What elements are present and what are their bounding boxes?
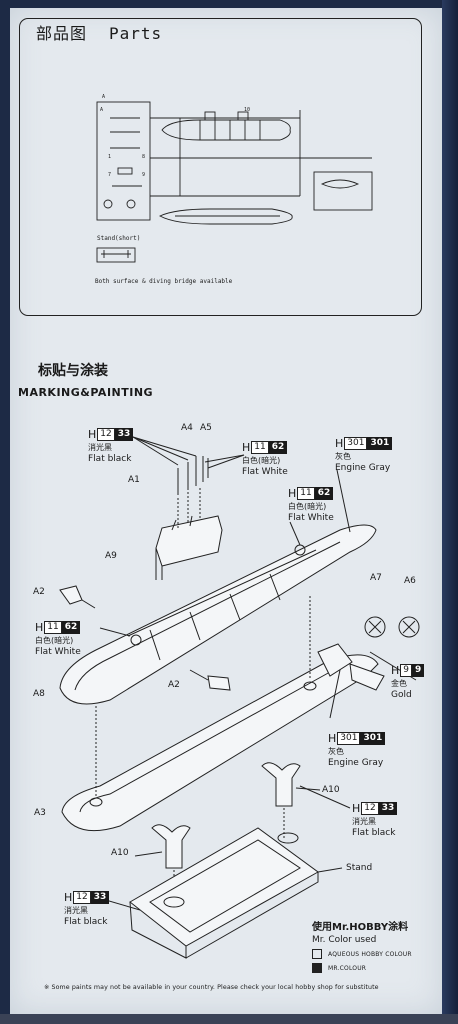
stand-short-label: Stand(short) — [97, 235, 141, 242]
svg-text:1: 1 — [108, 154, 111, 160]
parts-title-en: Parts — [109, 24, 163, 43]
part-label-a2-bottom: A2 — [168, 680, 180, 690]
svg-text:10: 10 — [244, 107, 250, 113]
parts-frame — [19, 18, 422, 316]
part-label-a6: A6 — [404, 576, 416, 586]
parts-title-cn: 部品图 — [36, 24, 88, 43]
part-label-a1: A1 — [128, 475, 140, 485]
part-label-a5: A5 — [200, 423, 212, 433]
mr-colour-swatch-icon — [312, 963, 322, 973]
marking-title-en: MARKING&PAINTING — [18, 386, 154, 399]
legend-row-aqueous: AQUEOUS HOBBY COLOUR — [312, 949, 412, 959]
part-label-a8: A8 — [33, 689, 45, 699]
footer-note: ※ Some paints may not be available in yo… — [44, 984, 379, 991]
part-label-a10-right: A10 — [322, 785, 340, 795]
part-label-a10-left: A10 — [111, 848, 129, 858]
part-label-stand: Stand — [346, 863, 373, 873]
legend-title-cn: 使用Mr.HOBBY涂料 — [312, 922, 409, 933]
part-label-a7: A7 — [370, 573, 382, 583]
svg-text:8: 8 — [142, 154, 145, 160]
part-label-a9: A9 — [105, 551, 117, 561]
parts-heading: 部品图 Parts — [36, 20, 162, 44]
svg-text:A: A — [100, 107, 103, 113]
part-label-a3: A3 — [34, 808, 46, 818]
paint-legend: 使用Mr.HOBBY涂料 Mr. Color used AQUEOUS HOBB… — [312, 918, 412, 973]
table-edge — [0, 1014, 458, 1024]
marking-title-cn: 标贴与涂装 — [38, 363, 108, 379]
box-edge — [442, 0, 458, 1024]
aqueous-swatch-icon — [312, 949, 322, 959]
svg-text:A: A — [102, 94, 105, 100]
legend-title-en: Mr. Color used — [312, 935, 377, 945]
svg-text:7: 7 — [108, 172, 111, 178]
svg-text:9: 9 — [142, 172, 145, 178]
legend-row-mr-colour: MR.COLOUR — [312, 963, 412, 973]
parts-note: Both surface & diving bridge available — [95, 278, 233, 285]
part-label-a2-top: A2 — [33, 587, 45, 597]
part-label-a4: A4 — [181, 423, 193, 433]
